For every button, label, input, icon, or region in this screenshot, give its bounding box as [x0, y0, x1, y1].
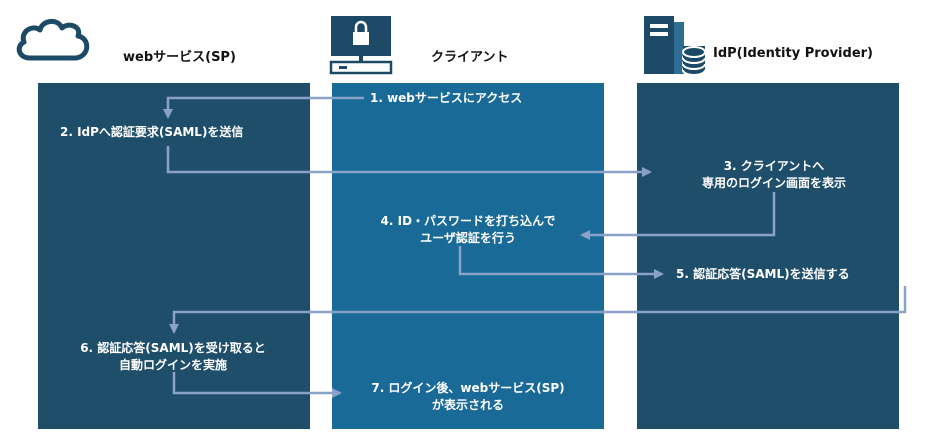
computer-lock-icon — [329, 16, 393, 75]
idp-header: IdP(Identity Provider) — [713, 46, 873, 61]
step-5-line-1: 5. 認証応答(SAML)を送信する — [676, 267, 850, 281]
step-6-line-2: 自動ログインを実施 — [118, 358, 227, 372]
step-6: 6. 認証応答(SAML)を受け取ると 自動ログインを実施 — [53, 340, 293, 374]
step-4-line-1: 4. ID・パスワードを打ち込んで — [380, 214, 556, 228]
client-header: クライアント — [431, 50, 509, 65]
idp-column — [637, 83, 899, 429]
client-column — [332, 83, 604, 429]
step-3-line-1: 3. クライアントへ — [723, 159, 825, 173]
step-2-line-1: 2. IdPへ認証要求(SAML)を送信 — [60, 125, 244, 139]
step-1: 1. webサービスにアクセス — [370, 90, 522, 107]
cloud-icon — [16, 19, 90, 61]
step-4-line-2: ユーザ認証を行う — [420, 231, 516, 245]
step-3: 3. クライアントへ 専用のログイン画面を表示 — [669, 158, 879, 192]
server-database-icon — [644, 16, 706, 76]
step-7-line-1: 7. ログイン後、webサービス(SP) — [371, 381, 565, 395]
step-7-line-2: が表示される — [431, 398, 504, 412]
step-3-line-2: 専用のログイン画面を表示 — [701, 176, 846, 190]
step-6-line-1: 6. 認証応答(SAML)を受け取ると — [80, 341, 266, 355]
step-2: 2. IdPへ認証要求(SAML)を送信 — [60, 124, 243, 141]
step-4: 4. ID・パスワードを打ち込んで ユーザ認証を行う — [343, 213, 593, 247]
step-5: 5. 認証応答(SAML)を送信する — [676, 266, 850, 283]
sp-column — [38, 83, 310, 429]
step-7: 7. ログイン後、webサービス(SP) が表示される — [343, 380, 593, 414]
step-1-line-1: 1. webサービスにアクセス — [370, 91, 523, 105]
sp-header: webサービス(SP) — [123, 50, 236, 65]
